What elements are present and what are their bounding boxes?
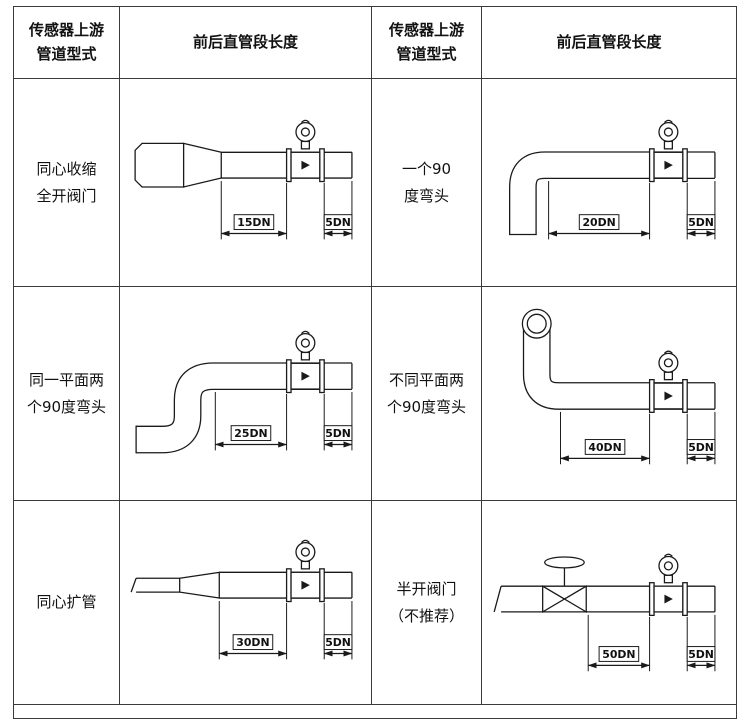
dimension-lines: 40DN 5DN — [559, 411, 716, 464]
gate-valve-icon — [542, 555, 587, 613]
pipe-installation-table: 传感器上游 管道型式 前后直管段长度 传感器上游 管道型式 前后直管段长度 同心… — [13, 6, 737, 719]
row1-right-type-label: 一个90 度弯头 — [372, 79, 482, 287]
flowmeter-icon — [648, 553, 688, 616]
dim-label-downstream: 5DN — [325, 216, 351, 229]
dim-label-downstream: 5DN — [325, 636, 351, 649]
header-straight-length-left: 前后直管段长度 — [120, 7, 372, 79]
dim-label-upstream: 40DN — [588, 440, 621, 453]
dimension-lines: 20DN 5DN — [548, 180, 716, 239]
header-straight-length-right: 前后直管段长度 — [482, 7, 736, 79]
dim-label-downstream: 5DN — [688, 440, 714, 453]
pipe-drawing — [493, 585, 716, 613]
pipe-drawing — [521, 308, 716, 410]
flowmeter-icon — [648, 119, 688, 182]
diagram-half-open-valve: 50DN 5DN — [493, 553, 716, 671]
flowmeter-icon — [285, 119, 325, 182]
dim-label-upstream: 50DN — [602, 647, 635, 660]
row1-left-diagram-cell: 15DN 5DN — [120, 79, 372, 287]
row3-left-type-label: 同心扩管 — [14, 501, 120, 705]
row3-right-type-label: 半开阀门 （不推荐） — [372, 501, 482, 705]
pipe-drawing — [134, 361, 353, 453]
bottom-empty-strip — [14, 705, 736, 718]
dim-label-upstream: 30DN — [236, 636, 269, 649]
flowmeter-icon — [648, 350, 688, 413]
diagram-concentric-reducer: 15DN 5DN — [133, 119, 353, 239]
diagram-concentric-expander: 30DN 5DN — [130, 539, 353, 659]
out-of-plane-elbow-end — [521, 308, 552, 339]
diagram-two-elbows-same-plane: 25DN 5DN — [134, 330, 353, 453]
dim-label-upstream: 25DN — [234, 427, 267, 440]
row3-right-diagram-cell: 50DN 5DN — [482, 501, 736, 705]
diagram-single-elbow: 20DN 5DN — [509, 119, 716, 239]
header-upstream-type-left: 传感器上游 管道型式 — [14, 7, 120, 79]
dimension-lines: 30DN 5DN — [218, 600, 352, 659]
flowmeter-icon — [285, 539, 325, 602]
pipe-drawing — [130, 571, 353, 599]
row1-right-diagram-cell: 20DN 5DN — [482, 79, 736, 287]
flowmeter-icon — [285, 330, 325, 393]
header-upstream-type-right: 传感器上游 管道型式 — [372, 7, 482, 79]
row1-left-type-label: 同心收缩 全开阀门 — [14, 79, 120, 287]
dim-label-downstream: 5DN — [688, 216, 714, 229]
row2-left-diagram-cell: 25DN 5DN — [120, 287, 372, 501]
dim-label-upstream: 20DN — [582, 216, 615, 229]
dim-label-downstream: 5DN — [325, 427, 351, 440]
row2-right-diagram-cell: 40DN 5DN — [482, 287, 736, 501]
dim-label-downstream: 5DN — [688, 647, 714, 660]
diagram-two-elbows-diff-plane: 40DN 5DN — [521, 308, 716, 464]
row2-left-type-label: 同一平面两 个90度弯头 — [14, 287, 120, 501]
row3-left-diagram-cell: 30DN 5DN — [120, 501, 372, 705]
pipe-drawing — [509, 150, 716, 235]
dimension-lines: 25DN 5DN — [214, 391, 352, 450]
pipe-drawing — [133, 142, 353, 188]
dimension-lines: 15DN 5DN — [220, 180, 352, 239]
row2-right-type-label: 不同平面两 个90度弯头 — [372, 287, 482, 501]
dimension-lines: 50DN 5DN — [587, 614, 716, 671]
dim-label-upstream: 15DN — [237, 216, 270, 229]
